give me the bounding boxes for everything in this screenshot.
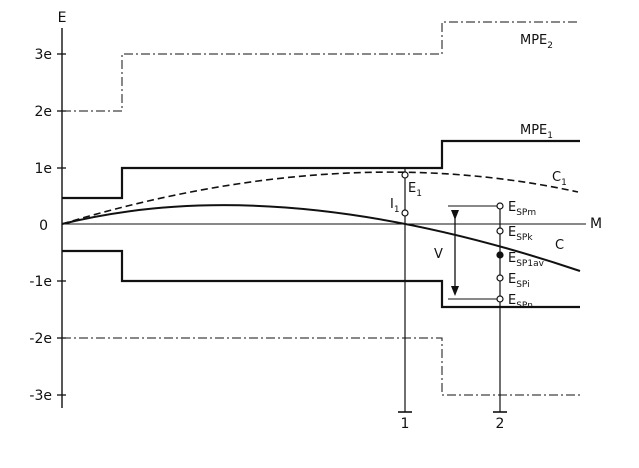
point-i1: [401, 209, 409, 217]
mpe1-label: MPE1: [520, 123, 553, 141]
curve-c: [61, 204, 581, 272]
mpe1-upper-step: [62, 139, 580, 200]
mpe1-lower-step: [62, 249, 580, 309]
point-espn: [496, 295, 504, 303]
c1-label: C1: [552, 170, 567, 188]
curve-c1: [61, 171, 579, 225]
espk-label: ESPk: [508, 225, 533, 243]
mpe2-lower-step: [62, 337, 580, 396]
y-ticks: [57, 53, 66, 396]
point-e1: [401, 171, 409, 179]
esp1av-label: ESP1av: [508, 251, 545, 269]
y-tick-label: -2e: [29, 331, 52, 347]
mpe2-label: MPE2: [520, 33, 553, 51]
espm-label: ESPm: [508, 200, 536, 218]
x-tick-label-1: 1: [401, 416, 410, 432]
m-axis-title: M: [590, 216, 602, 232]
y-tick-label: -1e: [29, 274, 52, 290]
y-tick-label: 0: [39, 218, 48, 234]
i1-label: I1: [390, 197, 400, 215]
espi-label: ESPi: [508, 272, 530, 290]
point-esp1av: [496, 251, 504, 259]
y-axis-title: E: [58, 10, 67, 26]
point-espm: [496, 202, 504, 210]
v-label: V: [434, 247, 443, 262]
e1-label: E1: [408, 181, 422, 199]
point-espk: [496, 227, 504, 235]
mpe2-upper-step: [62, 21, 580, 112]
y-tick-label: 3e: [34, 47, 52, 63]
c-label: C: [555, 238, 564, 253]
x-tick-label-2: 2: [496, 416, 505, 432]
y-tick-label: 1e: [34, 161, 52, 177]
point-espi: [496, 274, 504, 282]
y-tick-label: -3e: [29, 388, 52, 404]
espn-label: ESPn: [508, 293, 533, 311]
y-tick-label: 2e: [34, 104, 52, 120]
